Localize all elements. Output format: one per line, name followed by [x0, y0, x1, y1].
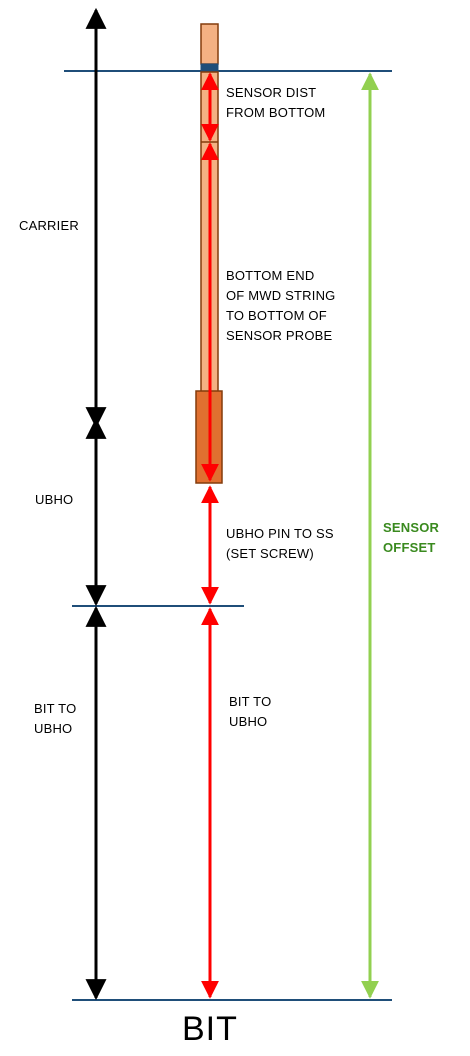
label-ubho-pin: UBHO PIN TO SS (SET SCREW)	[226, 526, 334, 561]
label-bit-to-ubho-right: BIT TO UBHO	[229, 694, 272, 729]
label-bottom-end: BOTTOM END OF MWD STRING TO BOTTOM OF SE…	[226, 268, 336, 343]
label-bit-to-ubho-left: BIT TO UBHO	[34, 701, 77, 736]
label-carrier: CARRIER	[19, 218, 79, 233]
label-sensor-offset: SENSOR OFFSET	[383, 520, 440, 555]
probe-top-cap	[200, 23, 219, 65]
label-sensor-dist: SENSOR DIST FROM BOTTOM	[226, 85, 326, 120]
sensor-mark	[200, 63, 219, 73]
label-ubho: UBHO	[35, 492, 74, 507]
label-bit: BIT	[182, 1010, 238, 1048]
